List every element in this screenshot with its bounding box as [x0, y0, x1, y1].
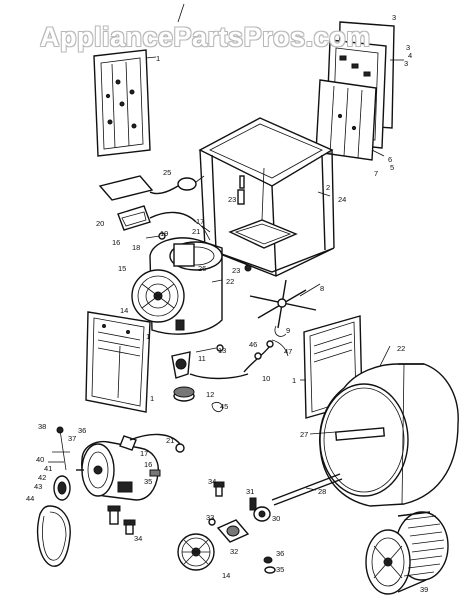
callout: 41 — [44, 464, 52, 473]
callout: 3 — [392, 13, 396, 22]
callout: 20 — [96, 219, 104, 228]
callout: 3 — [404, 59, 408, 68]
large-blower-housing — [319, 363, 459, 507]
callout: 42 — [38, 473, 46, 482]
callout: 45 — [220, 402, 228, 411]
callout: 34 — [208, 477, 216, 486]
callout: 8 — [320, 284, 324, 293]
blower-wheel — [365, 511, 449, 595]
top-left-access-panel — [93, 49, 157, 157]
callout: 24 — [338, 195, 346, 204]
callout: 23 — [228, 195, 236, 204]
bearing-assembly — [208, 497, 271, 543]
left-side-panel — [85, 311, 151, 413]
callout: 2 — [326, 183, 330, 192]
callout: 43 — [34, 482, 42, 491]
callout: 35 — [144, 477, 152, 486]
callout: 25 — [163, 168, 171, 177]
callout: 39 — [420, 585, 428, 594]
callout: 16 — [112, 238, 120, 247]
callout: 7 — [374, 169, 378, 178]
cabinet-frame — [198, 117, 335, 277]
blower-housing-assembly — [131, 237, 252, 335]
callout: 38 — [38, 422, 46, 431]
callout: 22 — [397, 344, 405, 353]
callout: 10 — [262, 374, 270, 383]
callout: 15 — [118, 264, 126, 273]
callout: 1 — [156, 54, 160, 63]
callout: 26 — [198, 264, 206, 273]
callout: 1 — [292, 376, 296, 385]
callout: 36 — [276, 549, 284, 558]
motor-mount-parts — [171, 344, 249, 412]
callout-leader-lines — [117, 3, 391, 491]
callout: 36 — [78, 426, 86, 435]
callout: 17 — [140, 449, 148, 458]
callout: 4 — [408, 51, 412, 60]
callout: 46 — [249, 340, 257, 349]
blower-pulley-wheel — [177, 533, 215, 571]
wire-harness — [243, 339, 289, 373]
callout: 1 — [146, 332, 150, 341]
small-hardware — [263, 556, 276, 574]
callout: 18 — [132, 243, 140, 252]
callout: 34 — [134, 534, 142, 543]
callout: 17 — [196, 217, 204, 226]
callout: 27 — [300, 430, 308, 439]
callout: 9 — [286, 326, 290, 335]
callout: 35 — [276, 565, 284, 574]
watermark: AppliancePartsPros.com — [40, 22, 371, 52]
callout-labels: 1 3 3 3 4 5 6 7 25 23 2 24 20 17 21 19 1… — [26, 13, 428, 594]
callout: 22 — [226, 277, 234, 286]
motor-assembly — [76, 433, 185, 501]
callout: 21 — [192, 227, 200, 236]
callout: 6 — [388, 155, 392, 164]
callout: 3 — [406, 43, 410, 52]
callout: 16 — [144, 460, 152, 469]
blower-spider-bracket — [249, 279, 321, 337]
callout: 30 — [272, 514, 280, 523]
callout: 33 — [206, 513, 214, 522]
callout: 37 — [68, 434, 76, 443]
drive-belt — [36, 505, 71, 567]
callout: 5 — [390, 163, 394, 172]
callout: 44 — [26, 494, 34, 503]
callout: 13 — [218, 346, 226, 355]
callout: 21 — [166, 436, 174, 445]
mounting-bolts — [107, 481, 225, 535]
top-right-filter-panels — [315, 21, 404, 161]
callout: 31 — [246, 487, 254, 496]
callout: 14 — [120, 306, 128, 315]
blower-shaft — [271, 473, 343, 506]
callout: 12 — [206, 390, 214, 399]
callout: 11 — [198, 354, 206, 363]
controls-and-wiring — [98, 175, 211, 241]
callout: 47 — [284, 347, 292, 356]
callout: 1 — [150, 394, 154, 403]
callout: 32 — [230, 547, 238, 556]
motor-pulley — [48, 426, 71, 501]
callout: 19 — [160, 229, 168, 238]
callout: 28 — [318, 487, 326, 496]
callout: 40 — [36, 455, 44, 464]
callout: 23 — [232, 266, 240, 275]
callout: 14 — [222, 571, 230, 580]
